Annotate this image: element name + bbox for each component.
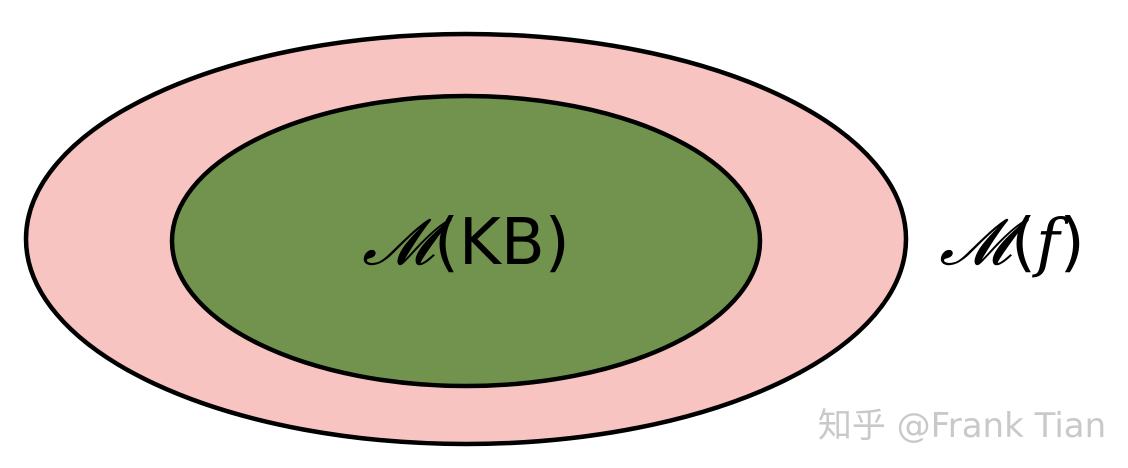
outer-set-label: 𝓜(f) bbox=[939, 206, 1084, 280]
inner-set-argument: KB bbox=[459, 206, 545, 280]
inner-set-open-paren: ( bbox=[434, 206, 459, 280]
outer-set-close-paren: ) bbox=[1060, 206, 1085, 280]
inner-set-ellipse bbox=[169, 93, 763, 389]
outer-set-open-paren: ( bbox=[1011, 206, 1036, 280]
inner-set-label: 𝓜(KB) bbox=[362, 206, 570, 280]
watermark-text: 知乎 @Frank Tian bbox=[818, 406, 1106, 446]
inner-set-close-paren: ) bbox=[545, 206, 570, 280]
